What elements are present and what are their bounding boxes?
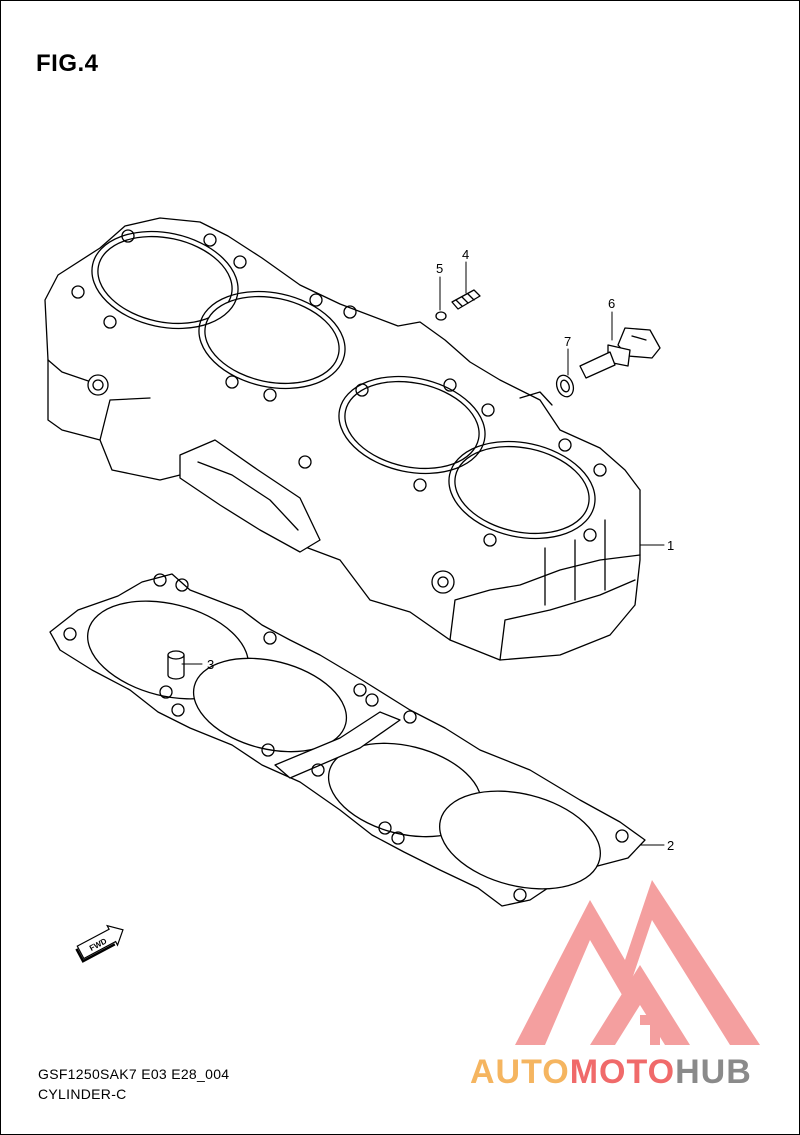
automotohub-logo bbox=[515, 880, 760, 1045]
watermark-moto: MOTO bbox=[570, 1053, 675, 1091]
callout-5: 5 bbox=[436, 261, 443, 276]
diagram-code: GSF1250SAK7 E03 E28_004 bbox=[38, 1066, 230, 1082]
cylinder-block bbox=[44, 217, 641, 661]
svg-text:AUTOMOTOHUB: AUTOMOTOHUB bbox=[470, 1053, 752, 1091]
union-fitting bbox=[451, 289, 481, 310]
leader-lines bbox=[181, 261, 665, 846]
watermark-auto: AUTO bbox=[470, 1053, 570, 1091]
figure-title: FIG.4 bbox=[36, 50, 99, 77]
temperature-sensor bbox=[579, 327, 661, 379]
callout-6: 6 bbox=[608, 296, 615, 311]
o-ring bbox=[435, 311, 447, 321]
section-name: CYLINDER-C bbox=[38, 1086, 127, 1102]
callout-2: 2 bbox=[667, 838, 674, 853]
sensor-washer bbox=[555, 374, 575, 398]
callout-4: 4 bbox=[462, 247, 469, 262]
callout-1: 1 bbox=[667, 538, 674, 553]
callout-3: 3 bbox=[207, 657, 214, 672]
callout-7: 7 bbox=[564, 334, 571, 349]
cylinder-base-gasket bbox=[49, 573, 646, 907]
fwd-arrow-icon: FWD bbox=[75, 924, 124, 963]
watermark-hub: HUB bbox=[675, 1053, 752, 1091]
dowel-pin bbox=[167, 650, 185, 680]
